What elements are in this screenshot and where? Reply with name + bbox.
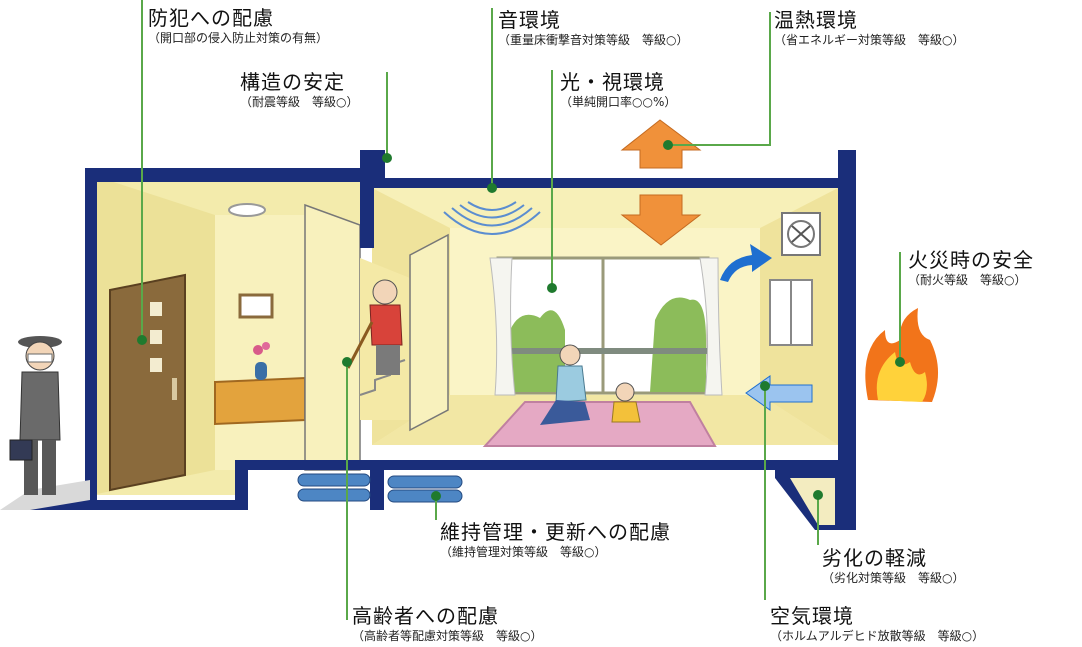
label-subtitle: （単純開口率○○%） — [560, 95, 677, 109]
label-title: 維持管理・更新への配慮 — [440, 520, 671, 544]
worker-figure — [9, 336, 62, 495]
label-title: 火災時の安全 — [908, 248, 1034, 272]
ventilation-fan — [781, 212, 821, 256]
label-subtitle: （重量床衝撃音対策等級 等級○） — [498, 33, 689, 47]
front-door — [109, 273, 186, 492]
living-window — [489, 256, 723, 396]
fire-icon — [865, 308, 939, 402]
label-title: 音環境 — [498, 8, 561, 32]
label-subtitle: （高齢者等配慮対策等級 等級○） — [352, 629, 543, 643]
label-sound-environment: 音環境 （重量床衝撃音対策等級 等級○） — [498, 8, 688, 48]
label-elderly-consideration: 高齢者への配慮 （高齢者等配慮対策等級 等級○） — [352, 604, 542, 644]
label-subtitle: （ホルムアルデヒド放散等級 等級○） — [770, 629, 985, 643]
label-maintenance-renewal: 維持管理・更新への配慮 （維持管理対策等級 等級○） — [440, 520, 671, 560]
rug — [482, 401, 717, 447]
label-subtitle: （省エネルギー対策等級 等級○） — [774, 33, 965, 47]
marker-dots — [137, 140, 905, 501]
label-title: 高齢者への配慮 — [352, 604, 499, 628]
label-title: 劣化の軽減 — [822, 546, 927, 570]
underfloor-pipes — [297, 473, 463, 503]
house-interior — [92, 175, 838, 495]
label-thermal-environment: 温熱環境 （省エネルギー対策等級 等級○） — [774, 8, 964, 48]
label-crime-prevention: 防犯への配慮 （開口部の侵入防止対策の有無） — [148, 6, 328, 46]
label-subtitle: （耐火等級 等級○） — [908, 273, 1027, 287]
label-air-environment: 空気環境 （ホルムアルデヒド放散等級 等級○） — [770, 604, 984, 644]
side-window — [769, 279, 813, 346]
label-title: 構造の安定 — [240, 70, 345, 94]
label-title: 光・視環境 — [560, 70, 665, 94]
sound-wave-icon — [443, 201, 541, 235]
label-subtitle: （耐震等級 等級○） — [240, 95, 359, 109]
elderly-person-figure — [346, 279, 403, 375]
heat-down-arrow-icon — [620, 194, 702, 246]
label-title: 空気環境 — [770, 604, 854, 628]
leader-lines — [141, 0, 901, 620]
ceiling-light — [228, 203, 266, 217]
label-light-visual-environment: 光・視環境 （単純開口率○○%） — [560, 70, 676, 110]
mother-and-baby-figure — [540, 344, 641, 425]
label-fire-safety: 火災時の安全 （耐火等級 等級○） — [908, 248, 1034, 288]
label-structural-stability: 構造の安定 （耐震等級 等級○） — [240, 70, 358, 110]
label-subtitle: （維持管理対策等級 等級○） — [440, 545, 607, 559]
label-title: 防犯への配慮 — [148, 6, 274, 30]
label-subtitle: （劣化対策等級 等級○） — [822, 571, 965, 585]
label-title: 温熱環境 — [774, 8, 858, 32]
wall-picture — [238, 293, 274, 319]
basement-void — [790, 478, 835, 525]
label-subtitle: （開口部の侵入防止対策の有無） — [148, 31, 329, 45]
air-out-arrow-icon — [720, 244, 772, 282]
label-deterioration-reduction: 劣化の軽減 （劣化対策等級 等級○） — [822, 546, 964, 586]
heat-up-arrow-icon — [620, 119, 702, 169]
